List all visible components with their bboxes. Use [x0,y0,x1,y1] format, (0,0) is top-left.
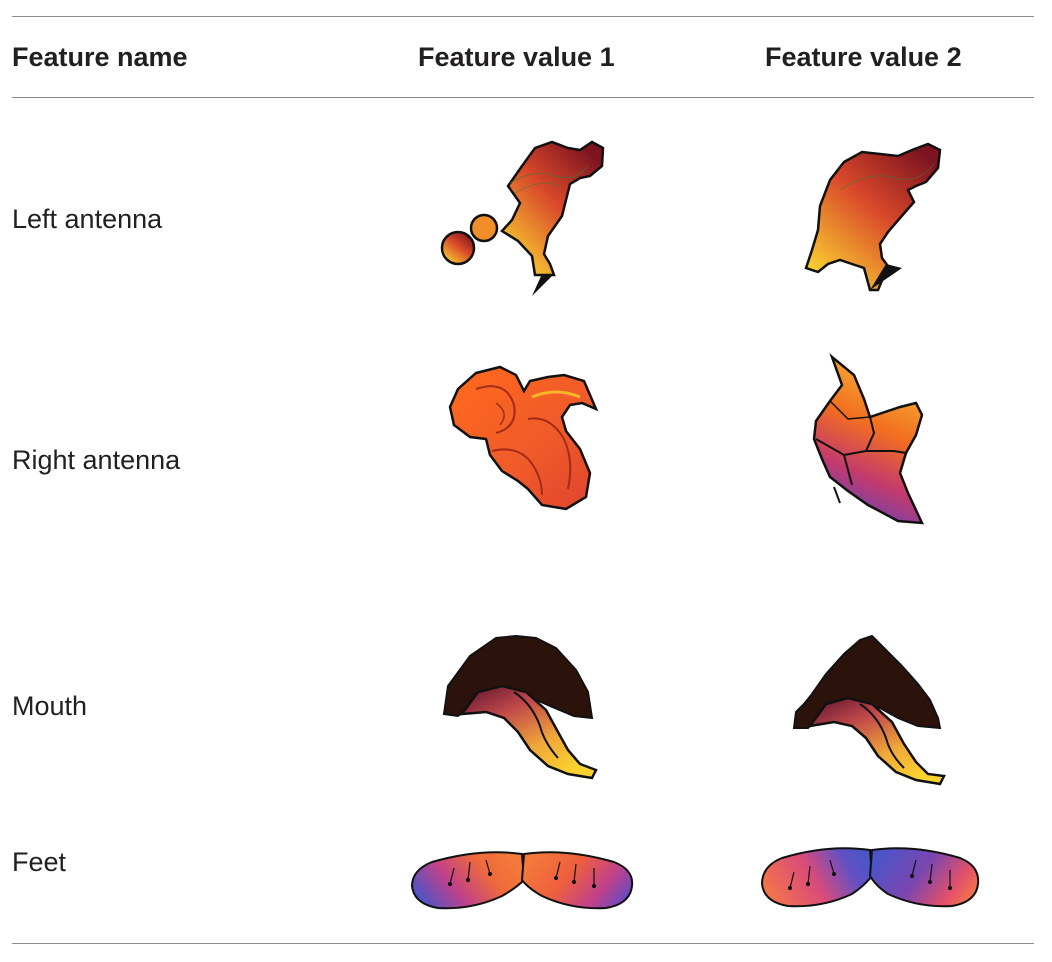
row-label-right-antenna: Right antenna [12,445,181,475]
table-header-rule [12,97,1034,98]
mouth-value-1-image [440,634,600,782]
feet-value-2-image [760,844,982,910]
header-feature-name: Feature name [12,42,188,72]
left-antenna-value-2-image [800,140,945,295]
mouth-value-2-image [790,634,950,786]
left-antenna-value-1-image [440,138,610,298]
table-bottom-rule [12,943,1034,944]
header-feature-value-1: Feature value 1 [418,42,615,72]
right-antenna-value-1-image [446,365,601,515]
table-top-rule [12,16,1034,17]
row-label-mouth: Mouth [12,691,88,721]
feet-value-1-image [410,846,636,912]
right-antenna-value-2-image [808,353,928,527]
header-feature-value-2: Feature value 2 [765,42,962,72]
row-label-left-antenna: Left antenna [12,204,163,234]
row-label-feet: Feet [12,847,67,877]
